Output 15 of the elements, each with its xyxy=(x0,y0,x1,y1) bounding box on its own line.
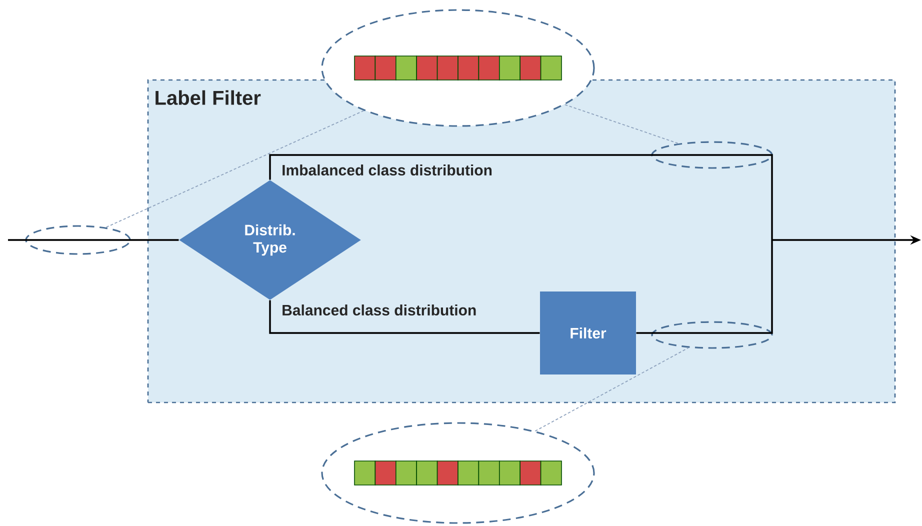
connector-line xyxy=(8,239,179,241)
dashed-ellipse xyxy=(651,321,773,349)
connector-line xyxy=(269,154,773,240)
dashed-ellipse xyxy=(651,141,773,169)
class-sequence-drawing xyxy=(321,9,595,127)
edge-label: Imbalanced class distribution xyxy=(280,163,494,177)
edge-label: Balanced class distribution xyxy=(280,303,478,317)
class-sequence-drawing xyxy=(321,422,595,524)
connector-line xyxy=(636,240,773,334)
leader-line xyxy=(564,104,679,144)
dashed-ellipse xyxy=(25,225,131,255)
leader-line xyxy=(105,110,364,228)
process-box: Filter xyxy=(540,292,636,374)
leader-line xyxy=(534,347,690,432)
connector-line xyxy=(269,300,540,334)
